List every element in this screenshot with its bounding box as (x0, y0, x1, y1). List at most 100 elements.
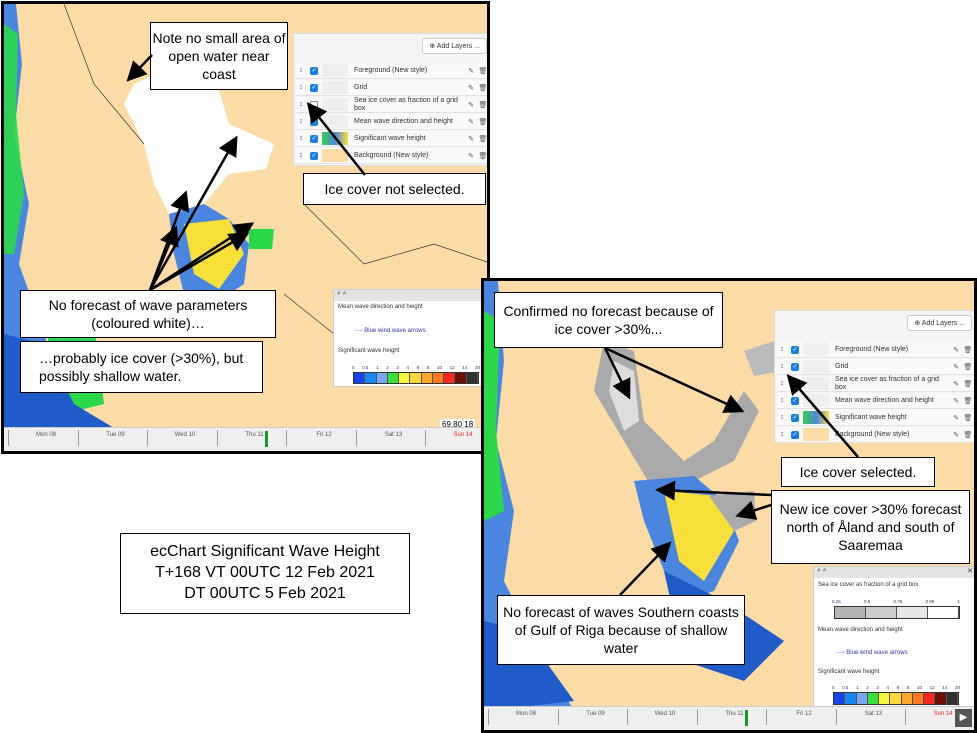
layer-row[interactable]: ↕✓Sea ice cover as fraction of a grid bo… (777, 376, 974, 392)
layer-checkbox[interactable] (310, 100, 318, 109)
timeline-divider (147, 430, 148, 446)
edit-icon[interactable]: ✎ (953, 431, 959, 439)
drag-handle-icon[interactable]: ↕ (299, 101, 303, 108)
wave-scale-swatch (432, 373, 445, 383)
layer-row[interactable]: ↕✓Grid✎🗑 (777, 359, 974, 375)
play-button[interactable]: ▶ (955, 709, 972, 727)
ice-tick-label: 1 (957, 599, 960, 604)
drag-handle-icon[interactable]: ↕ (780, 414, 784, 421)
note-text: Confirmed no forecast because of ice cov… (503, 302, 714, 337)
wave-tick-label: 10 (437, 365, 443, 370)
layer-checkbox[interactable]: ✓ (791, 362, 799, 371)
drag-handle-icon[interactable]: ↕ (299, 67, 303, 74)
trash-icon[interactable]: 🗑 (478, 118, 488, 126)
wave-scale-swatch (834, 693, 846, 704)
zoom-icons[interactable]: ⌕ ⌕ (334, 290, 482, 301)
wave-scale-swatch (376, 373, 388, 383)
drag-handle-icon[interactable]: ↕ (780, 363, 784, 370)
edit-icon[interactable]: ✎ (468, 118, 474, 126)
timeline-day[interactable]: Sat 13 (384, 432, 403, 438)
layer-row[interactable]: ↕✓Foreground (New style)✎🗑 (777, 342, 974, 358)
drag-handle-icon[interactable]: ↕ (299, 84, 303, 91)
trash-icon[interactable]: 🗑 (478, 152, 488, 160)
drag-handle-icon[interactable]: ↕ (299, 118, 303, 125)
timeline-day[interactable]: Tue 09 (106, 432, 125, 438)
layer-checkbox[interactable]: ✓ (310, 134, 318, 143)
drag-handle-icon[interactable]: ↕ (780, 346, 784, 353)
trash-icon[interactable]: 🗑 (478, 101, 488, 109)
timeline-day[interactable]: Wed 10 (174, 432, 196, 438)
zoom-icons[interactable]: ⌕ ⌕ (817, 567, 827, 574)
timeline-day[interactable]: Fri 12 (316, 432, 332, 438)
layer-row[interactable]: ↕✓Background (New style)✎🗑 (777, 427, 974, 443)
edit-icon[interactable]: ✎ (468, 67, 474, 75)
wave-scale-swatch (399, 373, 411, 383)
close-icon[interactable]: ✕ (967, 568, 973, 575)
edit-icon[interactable]: ✎ (953, 380, 959, 388)
wave-tick-label: 0.5 (362, 365, 369, 370)
timeline[interactable]: ▶ Mon 08 Tue 09 Wed 10 Thu 11 Fri 12 Sat 13 Su… (484, 706, 974, 730)
layer-row[interactable]: ↕✓Background (New style)✎🗑 (296, 148, 488, 164)
layer-checkbox[interactable]: ✓ (310, 117, 318, 126)
timeline-day[interactable]: Fri 12 (796, 711, 812, 717)
drag-handle-icon[interactable]: ↕ (780, 397, 784, 404)
layer-row[interactable]: ↕✓Grid✎🗑 (296, 80, 488, 96)
drag-handle-icon[interactable]: ↕ (780, 380, 784, 387)
timeline-day[interactable]: Mon 08 (515, 711, 536, 717)
current-time-marker[interactable] (745, 710, 748, 726)
edit-icon[interactable]: ✎ (953, 397, 959, 405)
trash-icon[interactable]: 🗑 (963, 414, 973, 422)
layer-checkbox[interactable]: ✓ (310, 151, 318, 160)
edit-icon[interactable]: ✎ (468, 135, 474, 143)
layer-row[interactable]: ↕✓Foreground (New style)✎🗑 (296, 63, 488, 79)
layer-checkbox[interactable]: ✓ (791, 379, 799, 388)
trash-icon[interactable]: 🗑 (963, 346, 973, 354)
timeline-day[interactable]: Thu 11 (725, 711, 744, 717)
note-text: New ice cover >30% forecast north of Åla… (779, 500, 962, 554)
current-time-marker[interactable] (265, 431, 268, 447)
note-new-ice: New ice cover >30% forecast north of Åla… (771, 490, 970, 564)
note-text: No forecast of waves Southern coasts of … (503, 603, 739, 657)
trash-icon[interactable]: 🗑 (963, 397, 973, 405)
layer-checkbox[interactable]: ✓ (310, 83, 318, 92)
timeline-day[interactable]: Mon 08 (35, 432, 56, 438)
edit-icon[interactable]: ✎ (953, 363, 959, 371)
layer-row[interactable]: ↕✓Significant wave height✎🗑 (777, 410, 974, 426)
trash-icon[interactable]: 🗑 (963, 431, 973, 439)
add-layers-button[interactable]: ⊕ Add Layers ... (907, 315, 972, 331)
timeline-day[interactable]: Tue 09 (586, 711, 605, 717)
layer-row[interactable]: ↕✓Significant wave height✎🗑 (296, 131, 488, 147)
timeline-day[interactable]: Thu 11 (245, 432, 264, 438)
timeline-divider (8, 430, 9, 446)
timeline-day[interactable]: Wed 10 (654, 711, 676, 717)
drag-handle-icon[interactable]: ↕ (780, 431, 784, 438)
drag-handle-icon[interactable]: ↕ (299, 152, 303, 159)
edit-icon[interactable]: ✎ (468, 84, 474, 92)
trash-icon[interactable]: 🗑 (963, 380, 973, 388)
wave-scale-swatch (856, 693, 868, 704)
edit-icon[interactable]: ✎ (953, 346, 959, 354)
trash-icon[interactable]: 🗑 (478, 135, 488, 143)
add-layers-button[interactable]: ⊕ Add Layers ... (422, 38, 487, 54)
drag-handle-icon[interactable]: ↕ (299, 135, 303, 142)
layer-name: Mean wave direction and height (354, 117, 453, 125)
layer-row[interactable]: ↕Sea ice cover as fraction of a grid box… (296, 97, 488, 113)
layer-checkbox[interactable]: ✓ (791, 430, 799, 439)
timeline-day[interactable]: Sun 14 (933, 711, 953, 717)
layer-checkbox[interactable]: ✓ (791, 345, 799, 354)
layer-row[interactable]: ↕ ✓ Mean wave direction and height ✎ 🗑 (296, 114, 488, 130)
layer-checkbox[interactable]: ✓ (791, 413, 799, 422)
edit-icon[interactable]: ✎ (468, 152, 474, 160)
layer-checkbox[interactable]: ✓ (791, 396, 799, 405)
edit-icon[interactable]: ✎ (468, 101, 474, 109)
timeline-day[interactable]: Sun 14 (453, 432, 473, 438)
timeline[interactable]: Mon 08 Tue 09 Wed 10 Thu 11 Fri 12 Sat 13 Sun … (4, 427, 487, 451)
layer-row[interactable]: ↕✓Mean wave direction and height✎🗑 (777, 393, 974, 409)
timeline-day[interactable]: Sat 13 (864, 711, 883, 717)
edit-icon[interactable]: ✎ (953, 414, 959, 422)
layer-checkbox[interactable]: ✓ (310, 66, 318, 75)
trash-icon[interactable]: 🗑 (478, 67, 488, 75)
trash-icon[interactable]: 🗑 (478, 84, 488, 92)
trash-icon[interactable]: 🗑 (963, 363, 973, 371)
